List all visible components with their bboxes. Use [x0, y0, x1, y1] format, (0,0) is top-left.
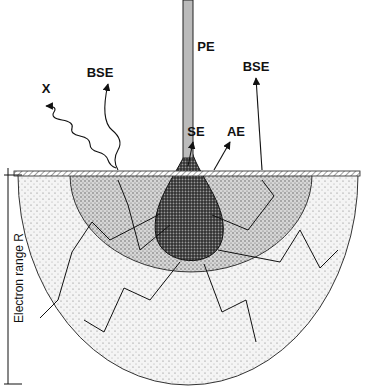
- trajectory: [204, 264, 256, 342]
- electron-trajectories: [40, 180, 338, 342]
- emission-label: BSE: [243, 60, 270, 73]
- ae-arrow: [214, 142, 230, 170]
- emission-label: X: [42, 82, 51, 95]
- range-line: [8, 168, 9, 384]
- trajectory: [212, 180, 274, 230]
- emission-arrows: [46, 78, 262, 170]
- xray-wave: [46, 106, 116, 168]
- emission-label: SE: [187, 125, 204, 138]
- se-arrow: [188, 142, 193, 166]
- beam-label: PE: [197, 40, 214, 53]
- range-tick: [4, 384, 22, 385]
- trajectory: [218, 230, 338, 268]
- trajectory: [84, 262, 180, 332]
- range-tick: [4, 175, 22, 176]
- emission-label: BSE: [87, 66, 114, 79]
- trajectory: [40, 214, 160, 318]
- dimension-label: Electron range R: [13, 233, 25, 323]
- bse-arrow: [256, 78, 262, 170]
- interaction-pear: [155, 152, 223, 261]
- surface-layer: [14, 171, 360, 176]
- emission-label: AE: [227, 125, 245, 138]
- trajectory: [118, 180, 170, 250]
